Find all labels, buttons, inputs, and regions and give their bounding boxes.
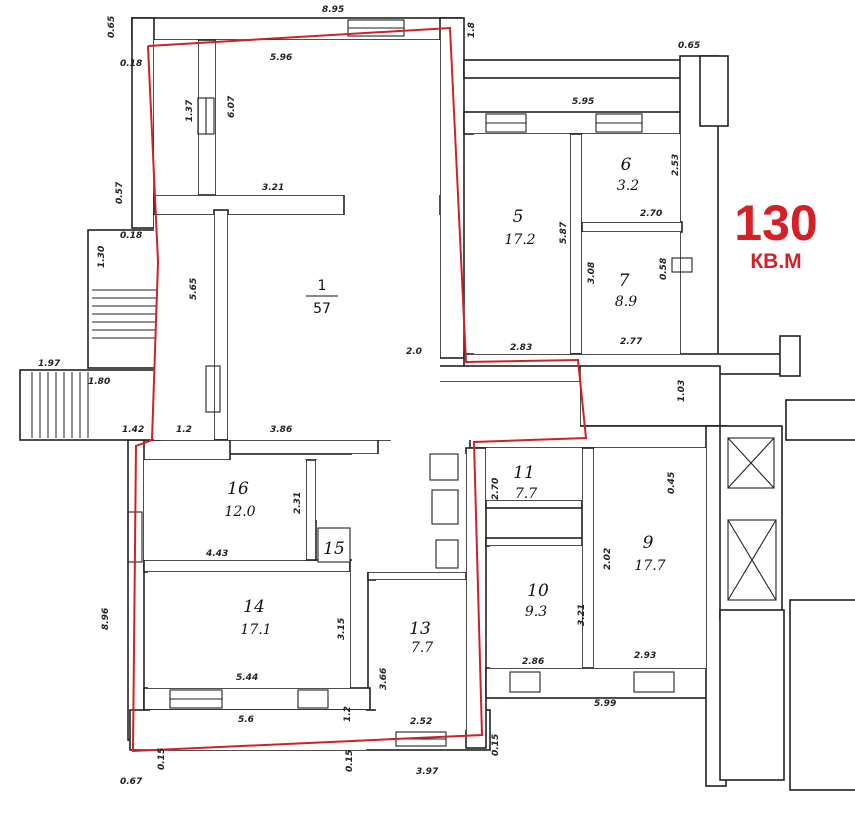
dimension-label: 1.2 (343, 706, 353, 722)
dimension-label: 1.8 (467, 22, 477, 38)
room-interiors (144, 40, 706, 750)
dimension-label: 3.21 (577, 604, 587, 626)
room-13-number: 13 (409, 619, 431, 639)
dimension-label: 2.31 (293, 492, 303, 514)
room-11-area: 7.7 (515, 486, 537, 502)
dimension-label: 0.15 (345, 750, 355, 772)
dimension-label: 6.07 (227, 95, 237, 118)
walls (19, 17, 855, 791)
dimension-label: 3.66 (379, 668, 389, 690)
room-15-number: 15 (323, 539, 345, 559)
room-13-area: 7.7 (411, 640, 433, 656)
dimension-label: 3.86 (270, 425, 292, 435)
dimension-label: 2.02 (603, 548, 613, 570)
room-7-number: 7 (619, 271, 630, 291)
dimension-label: 2.77 (620, 337, 643, 347)
dimension-label: 1.30 (97, 246, 107, 268)
dimension-label: 1.2 (176, 425, 192, 435)
elevator-shafts (727, 437, 777, 601)
stairs (31, 289, 156, 438)
dimension-label: 2.86 (522, 657, 544, 667)
dimension-label: 0.18 (120, 231, 142, 241)
area-badge: 130 КВ.М (734, 195, 817, 273)
dimension-label: 0.58 (659, 258, 669, 280)
room-9-area: 17.7 (634, 558, 665, 574)
dimension-label: 5.99 (594, 699, 616, 709)
dimension-label: 2.93 (634, 651, 656, 661)
room-14-area: 17.1 (240, 622, 271, 638)
dimension-label: 0.45 (667, 472, 677, 494)
dimension-label: 8.96 (101, 608, 111, 630)
dimension-label: 2.0 (406, 347, 422, 357)
dimension-label: 2.83 (510, 343, 532, 353)
dimension-label: 5.95 (572, 97, 594, 107)
dimension-label: 2.53 (671, 154, 681, 176)
room-11-number: 11 (513, 463, 535, 483)
dimension-label: 1.03 (677, 380, 687, 402)
room-10-number: 10 (527, 581, 549, 601)
room-5-number: 5 (513, 207, 524, 227)
dimension-label: 3.21 (262, 183, 284, 193)
room-1-number: 1 (318, 278, 327, 294)
dimension-label: 1.37 (185, 99, 195, 122)
dimension-label: 8.95 (322, 5, 344, 15)
area-badge-value: 130 (734, 195, 817, 251)
room-16-number: 16 (227, 479, 249, 499)
room-6-area: 3.2 (617, 178, 639, 194)
dimension-label: 0.18 (120, 59, 142, 69)
dimension-label: 5.44 (236, 673, 258, 683)
dimension-label: 4.43 (205, 549, 228, 559)
dimension-label: 5.6 (238, 715, 254, 725)
unit-boundary (131, 26, 588, 753)
area-badge-unit: КВ.М (750, 250, 801, 273)
room-labels: 1 57 5 17.2 6 3.2 7 8.9 9 17.7 10 9.3 11… (224, 155, 665, 656)
room-5-area: 17.2 (504, 232, 535, 248)
dimension-label: 1.80 (88, 377, 110, 387)
dimension-label: 5.87 (559, 221, 569, 244)
dimension-labels: 8.95 5.96 3.21 3.86 2.0 5.65 0.65 0.18 0… (38, 5, 700, 787)
dimension-label: 0.67 (120, 777, 143, 787)
room-14-number: 14 (243, 597, 265, 617)
dimension-label: 3.15 (337, 618, 347, 640)
dimension-label: 3.97 (416, 767, 439, 777)
room-10-area: 9.3 (525, 604, 547, 620)
dimension-label: 0.65 (107, 16, 117, 38)
dimension-label: 3.08 (587, 262, 597, 284)
room-6-number: 6 (621, 155, 632, 175)
dimension-label: 0.15 (491, 734, 501, 756)
dimension-label: 1.97 (38, 359, 61, 369)
dimension-label: 5.65 (189, 278, 199, 300)
dimension-label: 0.57 (115, 181, 125, 204)
dimension-label: 5.96 (270, 53, 292, 63)
room-9-number: 9 (643, 533, 654, 553)
dimension-label: 2.70 (640, 209, 662, 219)
dimension-label: 0.15 (157, 748, 167, 770)
room-7-area: 8.9 (615, 294, 637, 310)
room-16-area: 12.0 (224, 504, 255, 520)
dimension-label: 2.52 (410, 717, 432, 727)
dimension-label: 2.70 (491, 478, 501, 500)
dimension-label: 1.42 (122, 425, 144, 435)
windows (127, 19, 675, 747)
plumbing-fixtures (429, 257, 693, 569)
room-1-area: 57 (313, 301, 331, 317)
room-15-outline (317, 527, 351, 563)
dimension-label: 0.65 (678, 41, 700, 51)
